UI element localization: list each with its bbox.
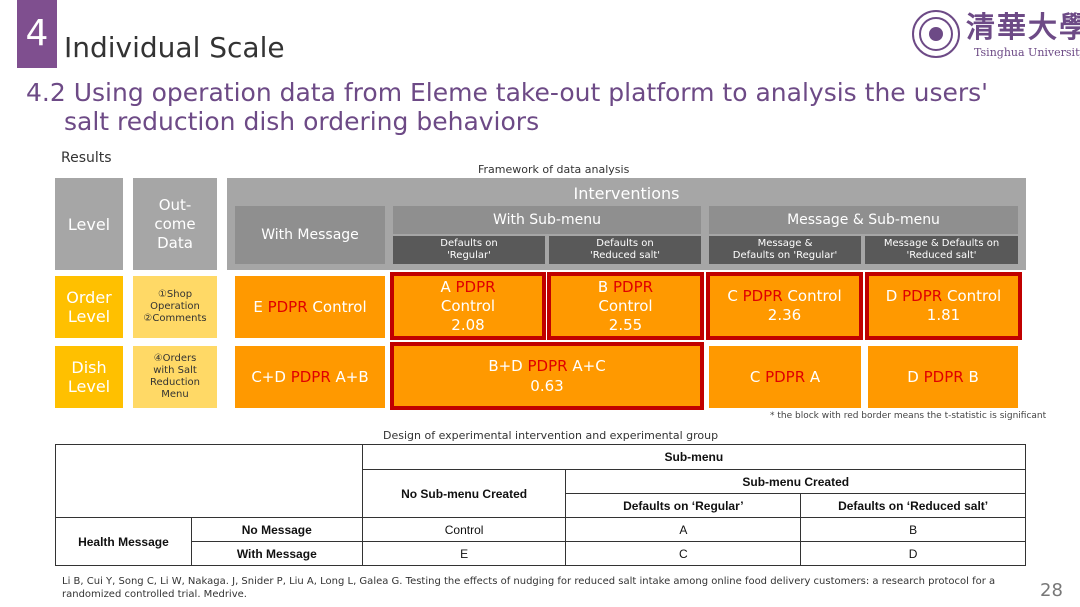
cell-c-a: C PDPR A <box>709 346 861 408</box>
cell-e-control: E PDPR Control <box>235 276 385 338</box>
table-cell: B <box>800 517 1026 542</box>
cell-c-control: C PDPR Control 2.36 <box>706 272 863 340</box>
table-corner-cell <box>55 444 363 518</box>
cell-a-control: A PDPR Control 2.08 <box>390 272 546 340</box>
slide-subtitle-line1: 4.2 Using operation data from Eleme take… <box>26 78 989 107</box>
table-title: Design of experimental intervention and … <box>383 429 719 442</box>
logo-chinese-name: 清華大學 <box>966 10 1080 44</box>
table-cell: D <box>800 541 1026 566</box>
results-label: Results <box>61 150 112 166</box>
table-cell: C <box>565 541 802 566</box>
cell-b-control: B PDPR Control 2.55 <box>547 272 704 340</box>
cell-bd-ac: B+D PDPR A+C 0.63 <box>390 342 704 410</box>
section-title: Individual Scale <box>64 31 285 64</box>
order-outcome: ①Shop Operation ②Comments <box>133 276 217 338</box>
sub-reduced-header: Defaults on 'Reduced salt' <box>549 236 701 264</box>
cell-d-b: D PDPR B <box>868 346 1018 408</box>
slide-subtitle-line2: salt reduction dish ordering behaviors <box>64 107 540 136</box>
msg-regular-header: Message & Defaults on 'Regular' <box>709 236 861 264</box>
section-number: 4 <box>17 0 57 68</box>
sub-regular-header: Defaults on 'Regular' <box>393 236 545 264</box>
reference-citation: Li B, Cui Y, Song C, Li W, Nakaga. J, Sn… <box>62 576 996 600</box>
significance-note: * the block with red border means the t-… <box>770 411 1047 421</box>
submenu-header: Sub-menu <box>361 444 1027 470</box>
cell-d-control: D PDPR Control 1.81 <box>865 272 1022 340</box>
no-submenu-header: No Sub-menu Created <box>361 469 567 518</box>
logo-english-name: Tsinghua University <box>974 46 1080 59</box>
table-cell: A <box>565 517 802 542</box>
interventions-header: Interventions <box>573 183 680 203</box>
row-label: With Message <box>190 541 363 566</box>
framework-title: Framework of data analysis <box>478 163 630 176</box>
table-cell: E <box>361 541 567 566</box>
dish-level-label: Dish Level <box>55 346 123 408</box>
row-label: No Message <box>190 517 363 542</box>
outcome-header: Out- come Data <box>133 178 217 270</box>
message-submenu-header: Message & Sub-menu <box>709 206 1018 234</box>
order-level-label: Order Level <box>55 276 123 338</box>
experimental-design-table: Sub-menu No Sub-menu Created Sub-menu Cr… <box>55 444 1027 566</box>
university-seal-icon <box>912 10 960 58</box>
msg-reduced-header: Message & Defaults on 'Reduced salt' <box>865 236 1018 264</box>
table-cell: Control <box>361 517 567 542</box>
defaults-regular-header: Defaults on ‘Regular’ <box>565 493 802 518</box>
cell-cd-ab: C+D PDPR A+B <box>235 346 385 408</box>
submenu-created-header: Sub-menu Created <box>565 469 1026 494</box>
table-row: Health Message No Message Control A B <box>55 517 1026 566</box>
table-row: With Message E C D <box>56 541 1026 566</box>
dish-outcome: ④Orders with Salt Reduction Menu <box>133 346 217 408</box>
with-message-header: With Message <box>235 206 385 264</box>
level-header: Level <box>55 178 123 270</box>
health-message-header: Health Message <box>55 517 192 566</box>
with-submenu-header: With Sub-menu <box>393 206 701 234</box>
page-number: 28 <box>1040 580 1063 601</box>
defaults-reduced-header: Defaults on ‘Reduced salt’ <box>800 493 1026 518</box>
tsinghua-logo: 清華大學 Tsinghua University <box>912 10 1080 62</box>
